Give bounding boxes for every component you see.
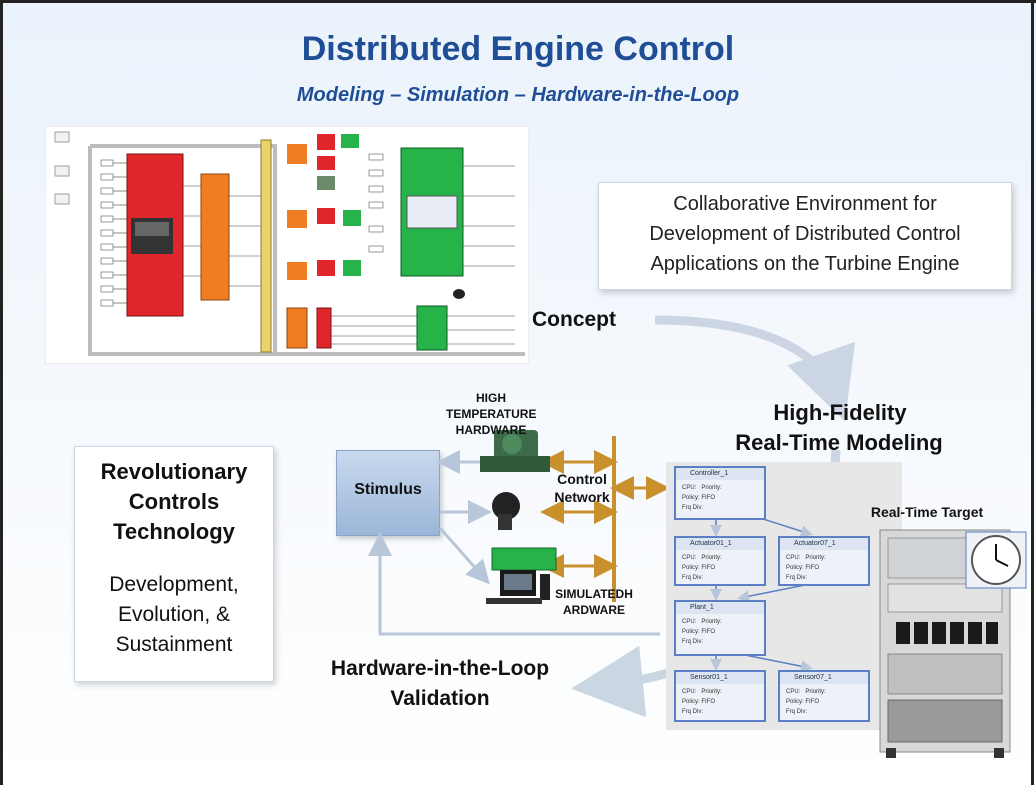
simulink-model-diagram: [45, 126, 529, 364]
task-sensor01-title: Sensor01_1: [676, 672, 764, 684]
simulated-hardware-image: [486, 547, 557, 604]
hil-validation-label: Hardware-in-the-Loop Validation: [290, 654, 590, 714]
task-cpu-label: CPU:: [786, 555, 801, 561]
simulated-label-2: ARDWARE: [563, 603, 625, 617]
task-cpu-label: CPU:: [682, 619, 697, 625]
task-actuator07: Actuator07_1 CPU: Priority: Policy: FIFO…: [778, 536, 870, 586]
task-priority-label: Priority:: [701, 619, 722, 625]
task-freq-label: Frq Div:: [682, 575, 703, 581]
revo-heading-3: Technology: [113, 519, 235, 544]
task-policy-value: FIFO: [701, 699, 716, 705]
collab-line-3: Applications on the Turbine Engine: [650, 253, 960, 275]
task-policy-label: Policy:: [786, 565, 804, 571]
real-time-target-label: Real-Time Target: [870, 504, 984, 520]
control-network-label-1: Control: [557, 471, 607, 487]
task-actuator01-title: Actuator01_1: [676, 538, 764, 550]
revo-sub-3: Sustainment: [115, 633, 233, 656]
frame-left: [0, 0, 3, 785]
task-cpu-label: CPU:: [786, 689, 801, 695]
stimulus-label: Stimulus: [354, 481, 422, 498]
collab-line-1: Collaborative Environment for: [673, 193, 937, 215]
task-policy-label: Policy:: [786, 699, 804, 705]
task-plant: Plant_1 CPU: Priority: Policy: FIFO Frq …: [674, 600, 766, 656]
task-cpu-label: CPU:: [682, 689, 697, 695]
task-policy-label: Policy:: [682, 699, 700, 705]
task-policy-value: FIFO: [805, 565, 820, 571]
high-temp-label-2: TEMPERATURE: [446, 407, 537, 421]
revo-heading-2: Controls: [128, 489, 220, 514]
task-priority-label: Priority:: [805, 555, 826, 561]
frame-top: [0, 0, 1036, 3]
task-policy-value: FIFO: [701, 495, 716, 501]
frame-right: [1031, 0, 1034, 785]
task-actuator07-title: Actuator07_1: [780, 538, 868, 550]
collab-line-2: Development of Distributed Control: [649, 223, 961, 245]
slide-subtitle: Modeling – Simulation – Hardware-in-the-…: [296, 84, 740, 106]
task-policy-label: Policy:: [682, 565, 700, 571]
task-priority-label: Priority:: [701, 555, 722, 561]
simulated-label-1: SIMULATEDH: [555, 587, 633, 601]
task-freq-label: Frq Div:: [682, 505, 703, 511]
sensor-image: [492, 492, 520, 530]
task-sensor01: Sensor01_1 CPU: Priority: Policy: FIFO F…: [674, 670, 766, 722]
control-network-label: Control Network: [544, 470, 620, 506]
collaborative-environment-box: Collaborative Environment for Developmen…: [598, 182, 1012, 290]
high-temp-label: HIGH TEMPERATURE HARDWARE: [446, 390, 536, 438]
high-temp-label-1: HIGH: [476, 391, 506, 405]
task-policy-label: Policy:: [682, 495, 700, 501]
revo-sub-1: Development,: [109, 573, 239, 596]
task-controller: Controller_1 CPU: Priority: Policy: FIFO…: [674, 466, 766, 520]
simulated-hardware-label: SIMULATEDH ARDWARE: [546, 586, 642, 618]
revolutionary-controls-box: Revolutionary Controls Technology Develo…: [74, 446, 274, 682]
hifi-label-2: Real-Time Modeling: [735, 430, 943, 455]
task-policy-value: FIFO: [701, 565, 716, 571]
task-controller-title: Controller_1: [676, 468, 764, 480]
task-cpu-label: CPU:: [682, 555, 697, 561]
slide-title: Distributed Engine Control: [301, 30, 735, 68]
clock-icon: [965, 531, 1027, 589]
revo-heading-1: Revolutionary: [100, 459, 248, 484]
hil-label-2: Validation: [390, 687, 490, 710]
task-priority-label: Priority:: [805, 689, 826, 695]
task-freq-label: Frq Div:: [786, 575, 807, 581]
task-plant-title: Plant_1: [676, 602, 764, 614]
task-policy-label: Policy:: [682, 629, 700, 635]
revo-sub-2: Evolution, &: [117, 603, 231, 626]
task-priority-label: Priority:: [701, 485, 722, 491]
task-freq-label: Frq Div:: [786, 709, 807, 715]
control-network-label-2: Network: [554, 489, 610, 505]
task-freq-label: Frq Div:: [682, 709, 703, 715]
concept-label: Concept: [532, 308, 616, 331]
task-cpu-label: CPU:: [682, 485, 697, 491]
task-policy-value: FIFO: [805, 699, 820, 705]
stimulus-block: Stimulus: [336, 450, 440, 536]
high-temp-label-3: HARDWARE: [455, 423, 527, 437]
task-sensor07-title: Sensor07_1: [780, 672, 868, 684]
task-freq-label: Frq Div:: [682, 639, 703, 645]
high-temp-hardware-image: [480, 430, 550, 472]
hil-label-1: Hardware-in-the-Loop: [330, 657, 550, 680]
hifi-label-1: High-Fidelity: [773, 400, 907, 425]
task-policy-value: FIFO: [701, 629, 716, 635]
task-actuator01: Actuator01_1 CPU: Priority: Policy: FIFO…: [674, 536, 766, 586]
task-sensor07: Sensor07_1 CPU: Priority: Policy: FIFO F…: [778, 670, 870, 722]
task-priority-label: Priority:: [701, 689, 722, 695]
